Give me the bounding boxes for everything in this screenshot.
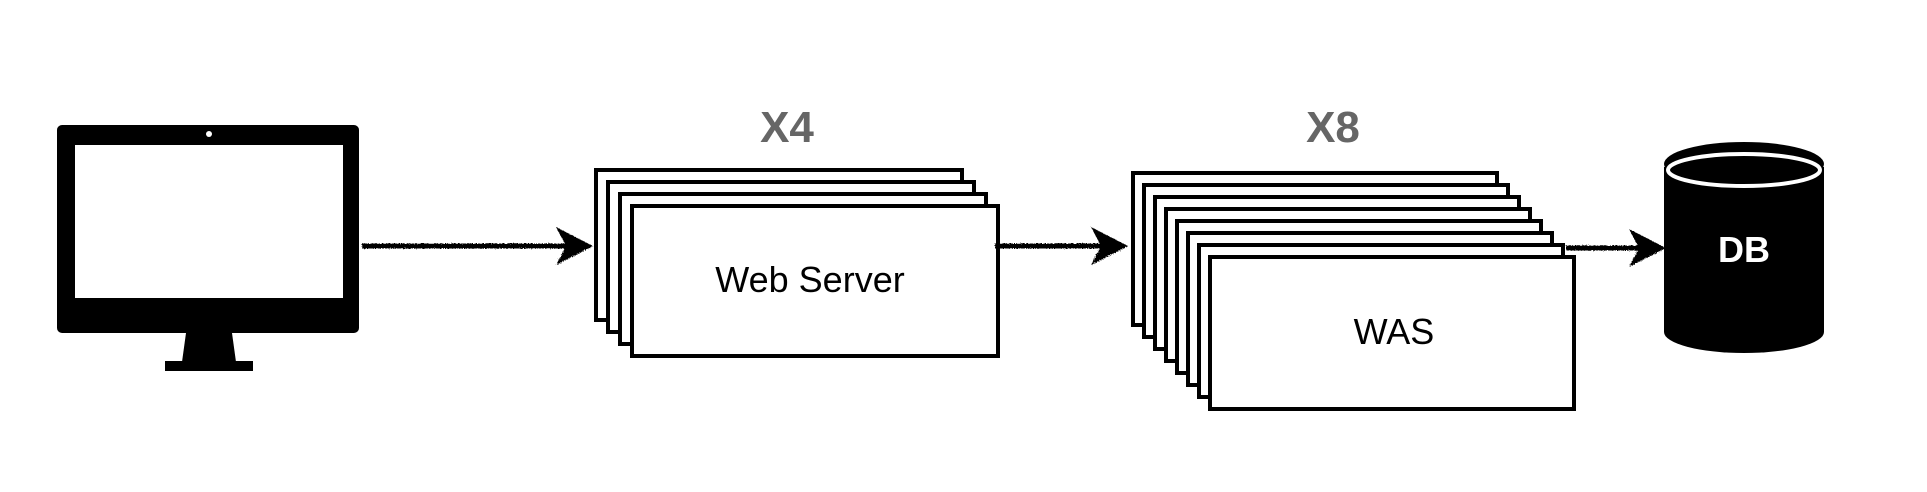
db-label: DB xyxy=(1718,229,1770,270)
arrow-web-to-was xyxy=(995,227,1128,265)
was-multiplier: X8 xyxy=(1306,103,1360,152)
monitor-camera xyxy=(206,131,212,137)
web-server-stack xyxy=(594,168,1000,358)
monitor-base xyxy=(165,361,253,371)
was-label: WAS xyxy=(1354,311,1435,352)
was-box-8 xyxy=(1208,255,1576,411)
database-cylinder-icon xyxy=(1664,142,1824,353)
monitor-icon xyxy=(57,125,359,371)
arrow-was-to-db xyxy=(1566,229,1666,267)
web-server-label: Web Server xyxy=(715,259,904,300)
web-server-box-4 xyxy=(630,204,1000,358)
was-stack xyxy=(1131,171,1576,411)
monitor-neck xyxy=(182,333,236,362)
monitor-screen xyxy=(75,145,343,298)
arrow-client-to-web xyxy=(362,227,593,265)
web-server-multiplier: X4 xyxy=(760,103,814,152)
